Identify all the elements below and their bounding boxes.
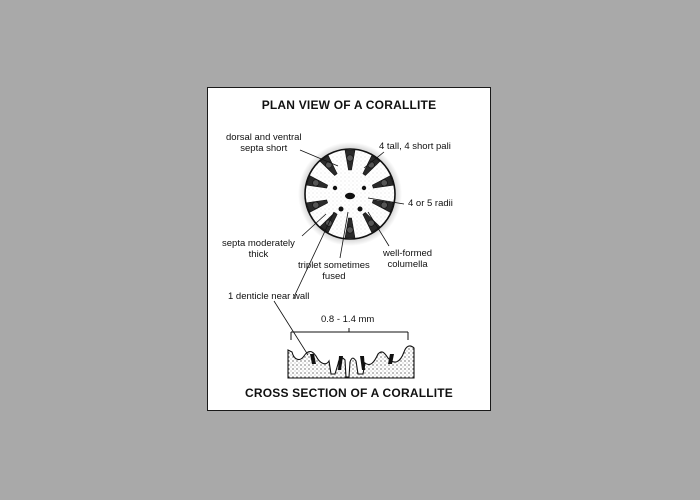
- septa-group: [306, 149, 394, 239]
- denticle-mark: [310, 354, 316, 364]
- leader-triplet: [339, 211, 349, 259]
- cross-section-title: CROSS SECTION OF A CORALLITE: [244, 386, 454, 400]
- septal-knob: [380, 201, 388, 209]
- plan-view-title: PLAN VIEW OF A CORALLITE: [261, 98, 437, 112]
- septal-knob: [312, 201, 320, 209]
- label-dorsal-ventral-septa: dorsal and ventral septa short: [226, 132, 302, 154]
- measurement-bracket: [290, 328, 409, 340]
- septal-knob: [325, 161, 333, 169]
- leader-septa: [301, 213, 327, 237]
- leader-columella: [367, 211, 390, 247]
- label-columella: well-formed columella: [383, 248, 433, 270]
- plan-view: [298, 142, 402, 246]
- septal-knob: [346, 226, 354, 234]
- palus-mark: [361, 185, 367, 191]
- label-denticle: 1 denticle near wall: [228, 291, 310, 302]
- figure-panel: PLAN VIEW OF A CORALLITE: [207, 87, 491, 411]
- cross-section: [287, 345, 415, 379]
- leader-radii: [367, 197, 405, 205]
- label-septa-thick: septa moderately thick: [222, 238, 295, 260]
- denticle-mark: [388, 354, 394, 364]
- label-measurement: 0.8 - 1.4 mm: [321, 314, 375, 325]
- leader-denticle-section: [273, 300, 309, 356]
- palus-mark: [338, 206, 344, 212]
- septal-knob: [346, 154, 354, 162]
- label-triplet: triplet sometimes fused: [298, 260, 370, 282]
- section-outline: [287, 345, 415, 379]
- palus-mark: [332, 185, 338, 191]
- label-radii: 4 or 5 radii: [408, 198, 453, 209]
- leader-denticle-plan: [292, 211, 335, 300]
- septal-knob: [367, 219, 375, 227]
- corallite-illustration: [273, 142, 415, 379]
- palus-mark: [357, 206, 363, 212]
- septal-knob: [380, 179, 388, 187]
- leader-lines: [273, 149, 405, 356]
- label-pali: 4 tall, 4 short pali: [379, 141, 451, 152]
- columella-mark: [345, 192, 355, 200]
- leader-dorsal: [299, 149, 339, 167]
- septal-knob: [312, 179, 320, 187]
- leader-pali: [363, 151, 385, 169]
